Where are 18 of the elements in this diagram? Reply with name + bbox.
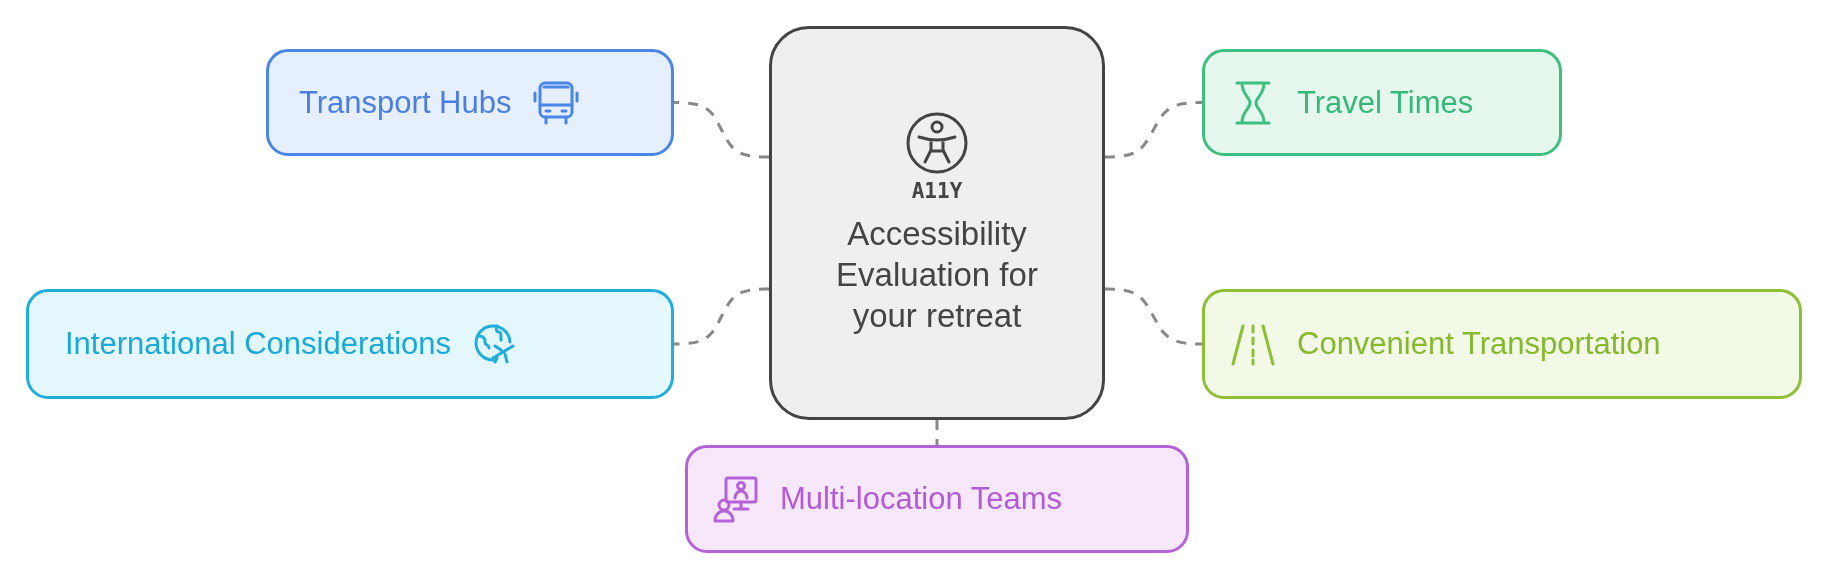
topic-title: Accessibility Evaluation for your retreat [835,213,1039,336]
topic-title: Transport Hubs [299,84,512,121]
topic-box [1202,49,1562,156]
central-topic-box [769,26,1105,420]
topic-box [1202,289,1802,399]
connector [1105,287,1202,346]
topic-title: Convenient Transportation [1297,326,1661,362]
topic-title: Travel Times [1297,84,1474,121]
connector [674,287,769,346]
connector [935,420,939,445]
topic-title: Multi-location Teams [780,481,1062,517]
topic-box [266,49,674,156]
topic-title: International Considerations [65,326,452,362]
icon-caption: A11Y [911,178,963,203]
connector [1105,101,1202,159]
topic-box [685,445,1189,553]
connector [674,101,769,159]
topic-box [26,289,674,399]
